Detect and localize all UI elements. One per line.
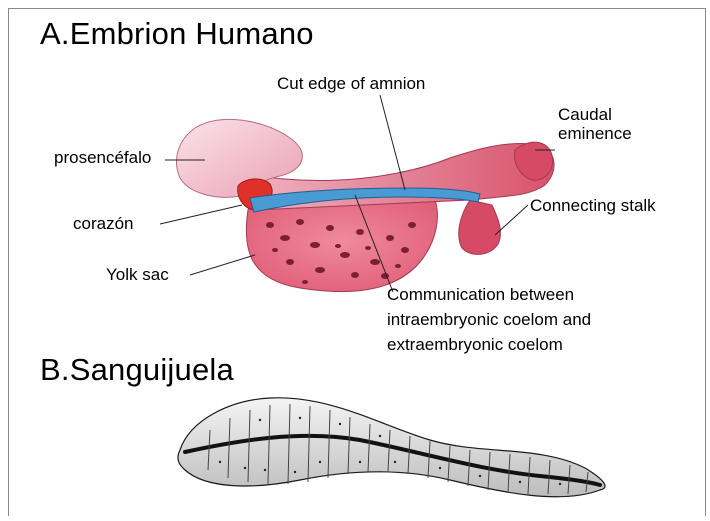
label-caudal-line2: eminence [558, 122, 632, 146]
title-embryo: A.Embrion Humano [40, 16, 314, 52]
label-cut-edge-amnion: Cut edge of amnion [277, 72, 425, 96]
connecting-stalk-shape [459, 200, 501, 254]
label-yolk-sac: Yolk sac [106, 263, 169, 287]
label-connecting-stalk: Connecting stalk [530, 194, 656, 218]
yolk-sac-shape [246, 200, 437, 292]
label-communication-line3: extraembryonic coelom [387, 333, 563, 357]
title-leech: B.Sanguijuela [40, 352, 234, 388]
label-prosencefalo: prosencéfalo [54, 146, 151, 170]
label-corazon: corazón [73, 212, 133, 236]
label-communication-line1: Communication between [387, 283, 574, 307]
label-communication-line2: intraembryonic coelom and [387, 308, 591, 332]
